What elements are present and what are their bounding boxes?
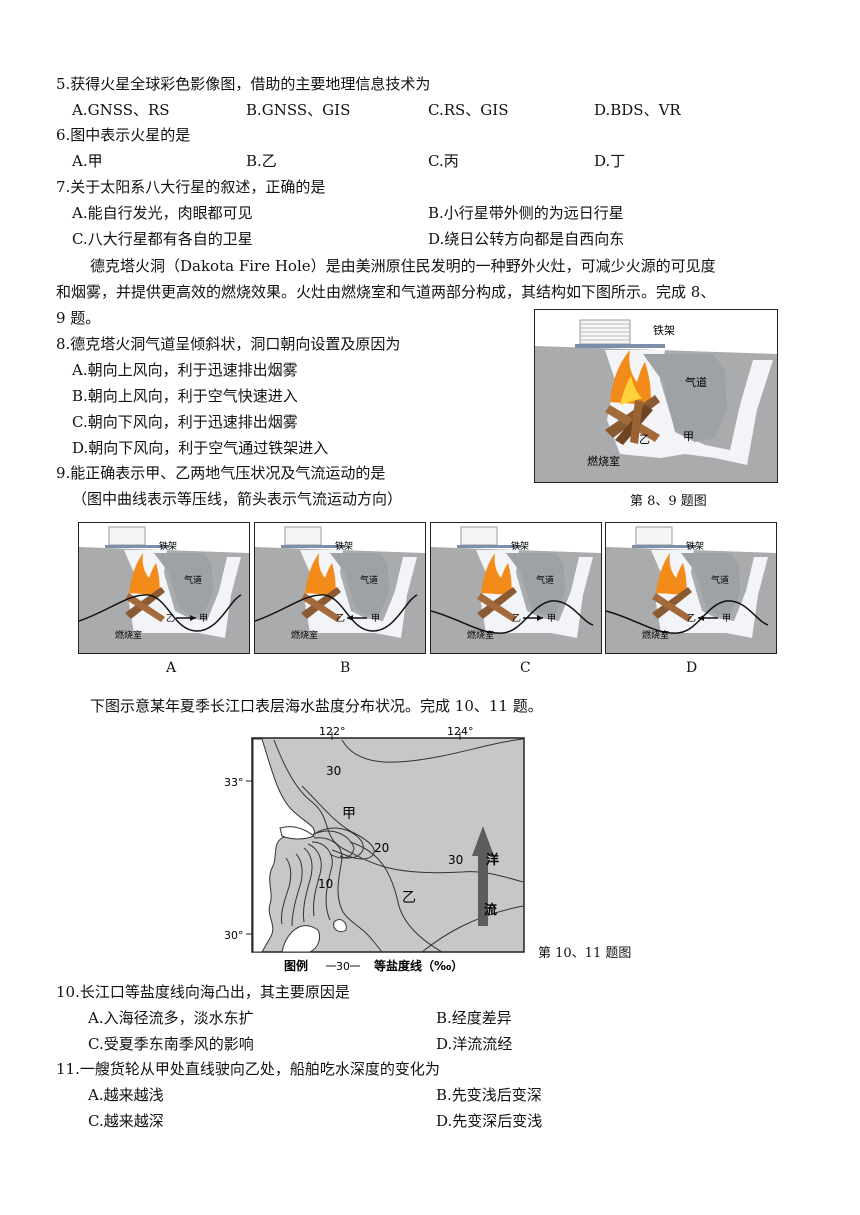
q6-option-a: A.甲: [72, 152, 103, 170]
q5-option-a: A.GNSS、RS: [72, 101, 170, 119]
q11-option-c: C.越来越深: [88, 1112, 164, 1130]
choice-b-jia: 甲: [371, 613, 380, 624]
q11-stem: 11.一艘货轮从甲处直线驶向乙处，船舶吃水深度的变化为: [56, 1060, 440, 1078]
map-current-1: 洋: [486, 852, 499, 868]
choice-a-rack: 铁架: [159, 540, 177, 552]
q11-option-b: B.先变浅后变深: [436, 1086, 542, 1104]
choice-a-yi: 乙: [166, 613, 175, 624]
q8-option-c: C.朝向下风向，利于迅速排出烟雾: [72, 413, 298, 431]
q7-stem: 7.关于太阳系八大行星的叙述，正确的是: [56, 178, 326, 196]
q6-option-d: D.丁: [594, 152, 626, 170]
q10-option-b: B.经度差异: [436, 1009, 512, 1027]
choice-figure-b: 铁架 气道 甲 乙 燃烧室: [254, 522, 426, 654]
choice-figure-a: 铁架 气道 甲 乙 燃烧室: [78, 522, 250, 654]
choice-label-a: A: [166, 660, 177, 676]
fire-hole-figure: 铁架 气道 甲 乙 燃烧室: [534, 309, 778, 483]
q10-stem: 10.长江口等盐度线向海凸出，其主要原因是: [56, 983, 350, 1001]
choice-label-c: C: [520, 660, 531, 676]
q9-stem: 9.能正确表示甲、乙两地气压状况及气流运动的是: [56, 464, 386, 482]
q11-option-d: D.先变深后变浅: [436, 1112, 543, 1130]
salinity-map: 122° 124° 33° 30° 30 20 10 30 甲 乙 洋 流 图例…: [224, 725, 525, 973]
q6-option-c: C.丙: [428, 152, 459, 170]
fig89-rack-label: 铁架: [653, 324, 675, 337]
choice-b-airway: 气道: [360, 574, 378, 586]
intro89-line2: 和烟雾，并提供更高效的燃烧效果。火灶由燃烧室和气道两部分构成，其结构如下图所示。…: [56, 283, 716, 301]
choice-b-yi: 乙: [336, 613, 345, 624]
q5-option-c: C.RS、GIS: [428, 101, 509, 119]
q8-option-d: D.朝向下风向，利于空气通过铁架进入: [72, 439, 329, 457]
choice-a-airway: 气道: [184, 574, 202, 586]
choice-c-jia: 甲: [547, 613, 556, 624]
q7-option-a: A.能自行发光，肉眼都可见: [72, 204, 253, 222]
fig89-caption: 第 8、9 题图: [630, 494, 707, 509]
map-legend-text: 等盐度线（‰）: [373, 958, 463, 973]
choice-b-chamber: 燃烧室: [291, 629, 318, 641]
choice-c-diagram: 铁架 气道 甲 乙 燃烧室: [431, 526, 601, 653]
q8-option-a: A.朝向上风向，利于迅速排出烟雾: [72, 361, 298, 379]
q5-option-b: B.GNSS、GIS: [246, 101, 351, 119]
map-iso-20: 20: [374, 841, 389, 855]
choice-d-airway: 气道: [711, 574, 729, 586]
q10-option-d: D.洋流流经: [436, 1035, 513, 1053]
map-iso-10: 10: [318, 877, 333, 891]
map-iso-30-top: 30: [326, 764, 341, 778]
salinity-map-figure: 122° 124° 33° 30° 30 20 10 30 甲 乙 洋 流 图例…: [222, 725, 528, 976]
map-lon-122: 122°: [319, 726, 346, 738]
map-yi: 乙: [402, 890, 416, 906]
choice-label-b: B: [340, 660, 351, 676]
choice-d-jia: 甲: [722, 613, 731, 624]
fire-hole-diagram: 铁架 气道 甲 乙 燃烧室: [535, 319, 777, 482]
fig89-jia-label: 甲: [683, 430, 694, 443]
q6-option-b: B.乙: [246, 152, 277, 170]
q8-stem: 8.德克塔火洞气道呈倾斜状，洞口朝向设置及原因为: [56, 335, 401, 353]
choice-d-diagram: 铁架 气道 甲 乙 燃烧室: [606, 526, 776, 653]
q10-option-a: A.入海径流多，淡水东扩: [88, 1009, 254, 1027]
q7-option-b: B.小行星带外侧的为远日行星: [428, 204, 624, 222]
map-legend-value: 30: [336, 960, 350, 973]
intro89-line3: 9 题。: [56, 309, 101, 327]
q8-option-b: B.朝向上风向，利于空气快速进入: [72, 387, 298, 405]
q5-option-d: D.BDS、VR: [594, 101, 681, 119]
q7-option-c: C.八大行星都有各自的卫星: [72, 230, 253, 248]
choice-b-rack: 铁架: [335, 540, 353, 552]
intro89-line1: 德克塔火洞（Dakota Fire Hole）是由美洲原住民发明的一种野外火灶，…: [90, 257, 716, 275]
choice-figure-d: 铁架 气道 甲 乙 燃烧室: [605, 522, 777, 654]
map-lat-33: 33°: [224, 776, 244, 789]
fig89-airway-label: 气道: [685, 375, 707, 389]
q11-option-a: A.越来越浅: [88, 1086, 164, 1104]
fig89-yi-label: 乙: [639, 433, 650, 446]
map-lat-30: 30°: [224, 929, 244, 942]
q5-stem: 5.获得火星全球彩色影像图，借助的主要地理信息技术为: [56, 75, 431, 93]
choice-b-diagram: 铁架 气道 甲 乙 燃烧室: [255, 526, 425, 653]
choice-label-d: D: [686, 660, 698, 676]
q6-stem: 6.图中表示火星的是: [56, 126, 191, 144]
map-legend-label: 图例: [284, 958, 308, 973]
map-lon-124: 124°: [447, 726, 474, 738]
choice-d-rack: 铁架: [686, 540, 704, 552]
map-jia: 甲: [342, 806, 356, 822]
choice-c-chamber: 燃烧室: [467, 629, 494, 641]
map-iso-30-east: 30: [448, 853, 463, 867]
choice-a-diagram: 铁架 气道 甲 乙 燃烧室: [79, 526, 249, 653]
choice-a-jia: 甲: [199, 613, 208, 624]
q7-option-d: D.绕日公转方向都是自西向东: [428, 230, 625, 248]
choice-d-yi: 乙: [687, 613, 696, 624]
choice-d-chamber: 燃烧室: [642, 629, 669, 641]
fig89-chamber-label: 燃烧室: [587, 454, 620, 468]
choice-c-yi: 乙: [512, 613, 521, 624]
choice-c-airway: 气道: [536, 574, 554, 586]
fig1011-caption: 第 10、11 题图: [538, 946, 632, 961]
choice-c-rack: 铁架: [511, 540, 529, 552]
q10-option-c: C.受夏季东南季风的影响: [88, 1035, 254, 1053]
choice-a-chamber: 燃烧室: [115, 629, 142, 641]
choice-figure-c: 铁架 气道 甲 乙 燃烧室: [430, 522, 602, 654]
intro1011: 下图示意某年夏季长江口表层海水盐度分布状况。完成 10、11 题。: [90, 697, 543, 715]
q9-note: （图中曲线表示等压线，箭头表示气流运动方向）: [72, 490, 403, 508]
map-current-2: 流: [484, 902, 497, 918]
